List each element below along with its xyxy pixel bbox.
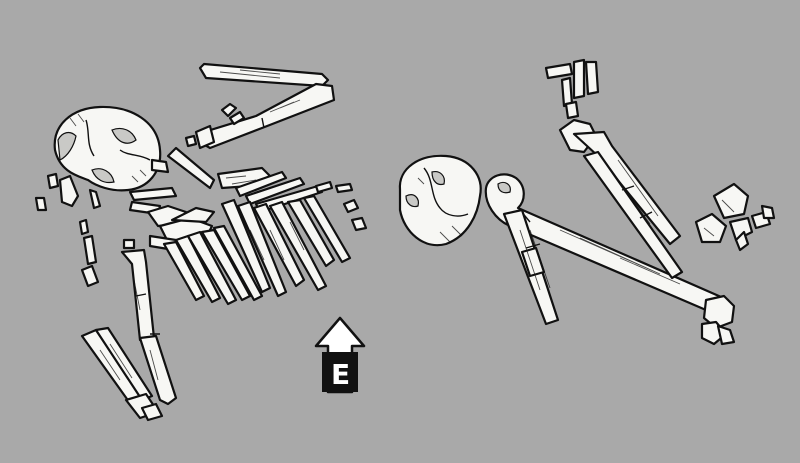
- tooth-fragment: [88, 188, 102, 210]
- spine-fragments: [128, 158, 216, 252]
- tarsal-bones: [694, 182, 776, 252]
- mandible-fragment: [58, 174, 80, 208]
- femur: [484, 173, 732, 318]
- rib-fragment: [314, 180, 334, 194]
- left-skeleton: [34, 62, 368, 422]
- knee-fragments: [700, 294, 736, 346]
- foot-bones-top: [544, 58, 600, 120]
- rib-fragment: [350, 216, 368, 232]
- left-lower-arm: [80, 234, 178, 406]
- lower-leg-fragments: [502, 208, 560, 326]
- left-upper-arm: [194, 62, 336, 150]
- rib-fragment: [342, 198, 360, 214]
- skull-fragment: [46, 172, 60, 190]
- left-hand-bones: [80, 326, 164, 422]
- right-skeleton: [398, 58, 776, 346]
- skull-fragment: [34, 196, 48, 212]
- hand-bone: [228, 110, 246, 126]
- north-arrow-icon: E: [314, 316, 366, 394]
- tibia-fibula: [558, 118, 684, 280]
- pelvis: [398, 154, 482, 247]
- rib-fragment: [334, 182, 354, 194]
- rib-cage: [162, 170, 352, 306]
- hand-bone: [220, 102, 238, 118]
- hand-bone: [184, 134, 198, 148]
- clavicle: [166, 146, 216, 190]
- tooth-fragment: [78, 218, 90, 236]
- vertebra-fragment: [122, 238, 136, 250]
- orientation-letter: E: [331, 358, 350, 391]
